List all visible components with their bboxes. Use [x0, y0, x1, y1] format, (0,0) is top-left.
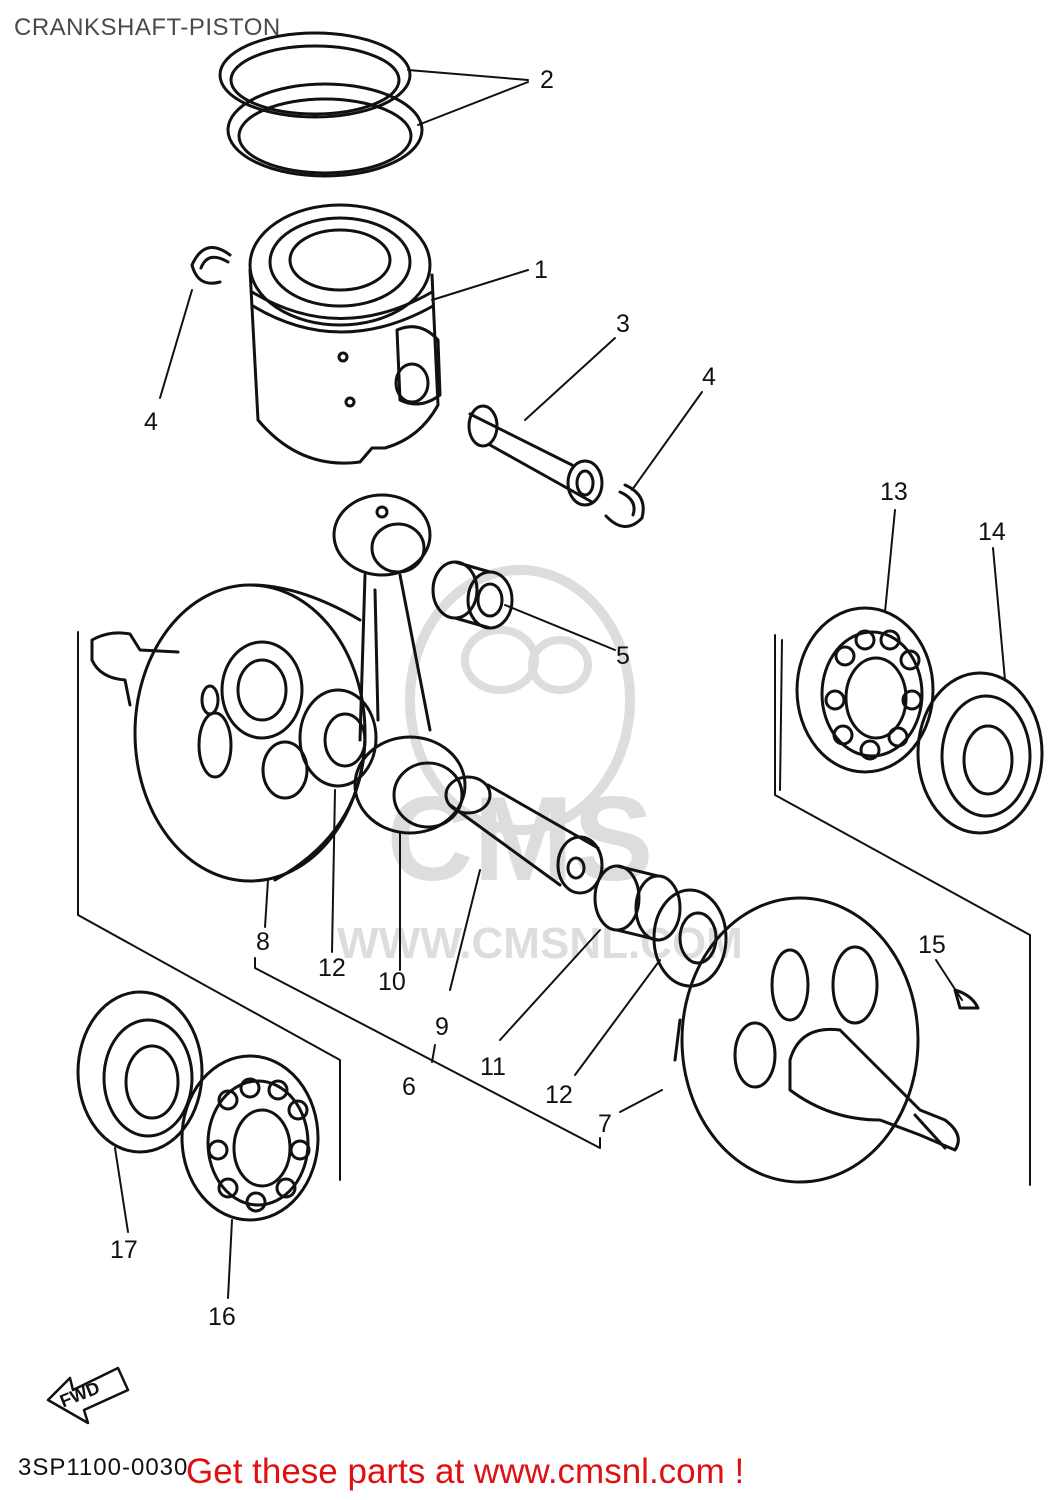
crank-wheel-left [90, 583, 367, 883]
callout-13: 13 [880, 478, 908, 506]
crank-pin [444, 775, 604, 895]
callout-15: 15 [918, 931, 946, 959]
circlip-right [604, 483, 645, 528]
diagram-code: 3SP1100-0030 [18, 1454, 189, 1481]
callout-7: 7 [598, 1110, 612, 1138]
callout-10: 10 [378, 968, 406, 996]
piston-rings [218, 31, 424, 178]
callout-17: 17 [110, 1236, 138, 1264]
callout-8: 8 [256, 928, 270, 956]
callout-3: 3 [616, 310, 630, 338]
callout-14: 14 [978, 518, 1006, 546]
callout-4-right: 4 [702, 363, 716, 391]
piston-pin [467, 404, 604, 507]
promo-link[interactable]: Get these parts at www.cmsnl.com ! [186, 1452, 745, 1491]
callout-2: 2 [540, 66, 554, 94]
callout-5: 5 [616, 642, 630, 670]
oil-seal-left [76, 990, 204, 1154]
big-end-bearing [593, 864, 682, 942]
oil-seal-right [916, 671, 1044, 835]
circlip-left [190, 246, 232, 285]
callout-9: 9 [435, 1013, 449, 1041]
piston [248, 203, 442, 465]
callout-6: 6 [402, 1073, 416, 1101]
callout-16: 16 [208, 1303, 236, 1331]
fwd-arrow-icon: FWD [46, 1366, 130, 1425]
callout-12-right: 12 [545, 1081, 573, 1109]
woodruff-key [953, 988, 980, 1010]
assembly-brackets [77, 631, 1031, 1186]
main-bearing-left [180, 1054, 320, 1222]
callout-12-left: 12 [318, 954, 346, 982]
crank-wheel-right [673, 896, 960, 1184]
main-bearing-right-outer [795, 606, 935, 774]
callout-1: 1 [534, 256, 548, 284]
cms-watermark: CMS WWW.CMSNL.COM [337, 565, 743, 968]
svg-text:CMS: CMS [387, 772, 654, 906]
connecting-rod [332, 493, 467, 835]
leader-lines [114, 69, 1006, 1299]
callout-11: 11 [480, 1053, 506, 1081]
callout-labels: 1 2 3 4 4 5 6 7 8 9 10 11 12 12 13 14 15… [110, 66, 1006, 1331]
diagram-title: CRANKSHAFT-PISTON [14, 14, 281, 41]
callout-4-left: 4 [144, 408, 158, 436]
small-end-bearing [431, 560, 514, 630]
